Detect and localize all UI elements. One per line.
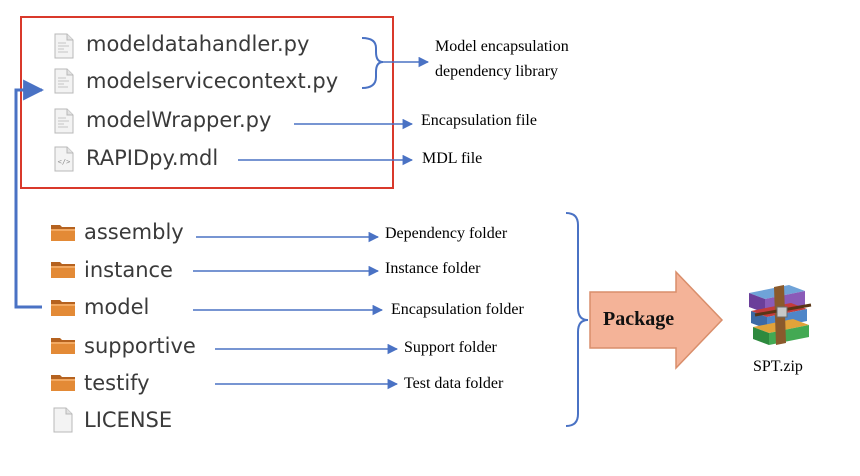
label-encapsulation-folder: Encapsulation folder — [391, 301, 524, 318]
file-modeldatahandler: modeldatahandler.py — [86, 32, 310, 56]
label-support-folder: Support folder — [404, 339, 497, 356]
library-bracket — [361, 37, 384, 89]
file-icon — [54, 33, 74, 59]
file-modelwrapper: modelWrapper.py — [86, 108, 272, 132]
file-icon — [54, 108, 74, 134]
label-instance-folder: Instance folder — [385, 260, 481, 277]
label-dependency-folder: Dependency folder — [385, 225, 508, 242]
folder-icon — [51, 375, 75, 391]
winrar-archive-icon — [749, 285, 812, 345]
label-encapsulation-library-2: dependency library — [435, 63, 559, 80]
file-icon — [53, 407, 73, 433]
label-mdl-file: MDL file — [422, 150, 483, 167]
folder-assembly: assembly — [84, 220, 184, 244]
output-archive-name: SPT.zip — [753, 358, 803, 375]
svg-text:</>: </> — [58, 158, 71, 166]
folder-icon — [51, 225, 75, 241]
folders-bracket — [565, 212, 589, 427]
package-label: Package — [603, 308, 675, 330]
folder-model: model — [84, 295, 150, 319]
folder-icon — [51, 338, 75, 354]
package-arrow — [589, 270, 724, 370]
label-encapsulation-file: Encapsulation file — [421, 112, 537, 129]
folder-instance: instance — [84, 258, 173, 282]
folder-supportive: supportive — [84, 334, 196, 358]
label-encapsulation-library-1: Model encapsulation — [435, 38, 569, 55]
folder-testify: testify — [84, 371, 150, 395]
file-modelservicecontext: modelservicecontext.py — [86, 69, 339, 93]
model-link-arrow — [14, 79, 45, 309]
file-icon — [54, 68, 74, 94]
file-license: LICENSE — [84, 408, 173, 432]
highlight-box — [20, 16, 394, 189]
file-rapidpy-mdl: RAPIDpy.mdl — [86, 146, 219, 170]
label-test-data-folder: Test data folder — [404, 375, 504, 392]
folder-icon — [51, 262, 75, 278]
folder-icon — [51, 300, 75, 316]
code-file-icon: </> — [54, 146, 74, 172]
